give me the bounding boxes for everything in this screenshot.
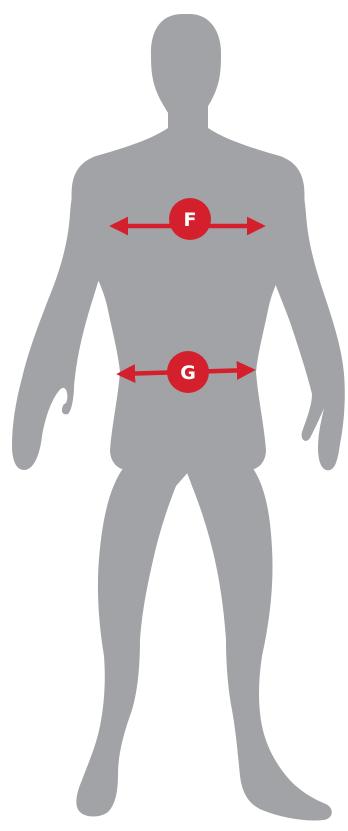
human-silhouette (12, 14, 345, 821)
marker-g-label: G (180, 362, 196, 384)
marker-f-label: F (184, 209, 197, 231)
